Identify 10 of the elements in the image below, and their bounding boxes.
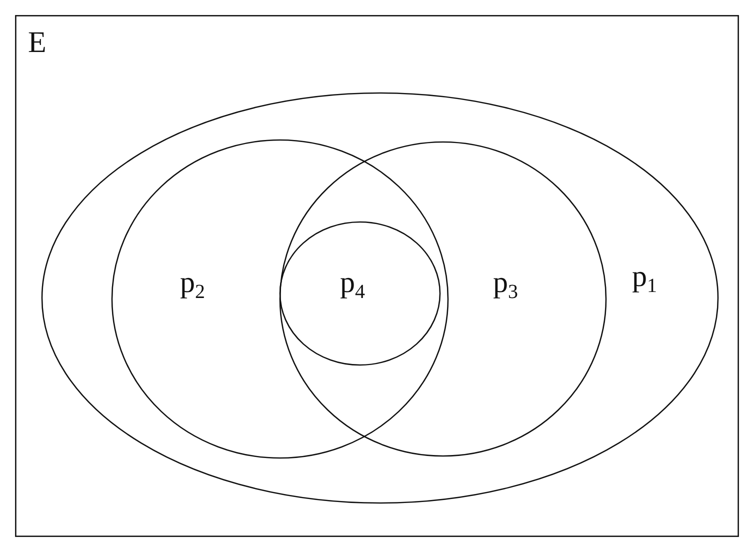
set-label: p$_{1}$ <box>632 262 657 296</box>
set-circle <box>280 142 606 456</box>
set-label: p$_{4}$ <box>340 268 365 302</box>
set-circle <box>280 222 440 365</box>
universe-box <box>15 15 739 537</box>
set-label: p$_{2}$ <box>180 268 205 302</box>
set-ellipse <box>42 93 718 503</box>
set-label: E <box>28 28 46 58</box>
set-circle <box>112 140 448 458</box>
set-label: p$_{3}$ <box>493 268 518 302</box>
